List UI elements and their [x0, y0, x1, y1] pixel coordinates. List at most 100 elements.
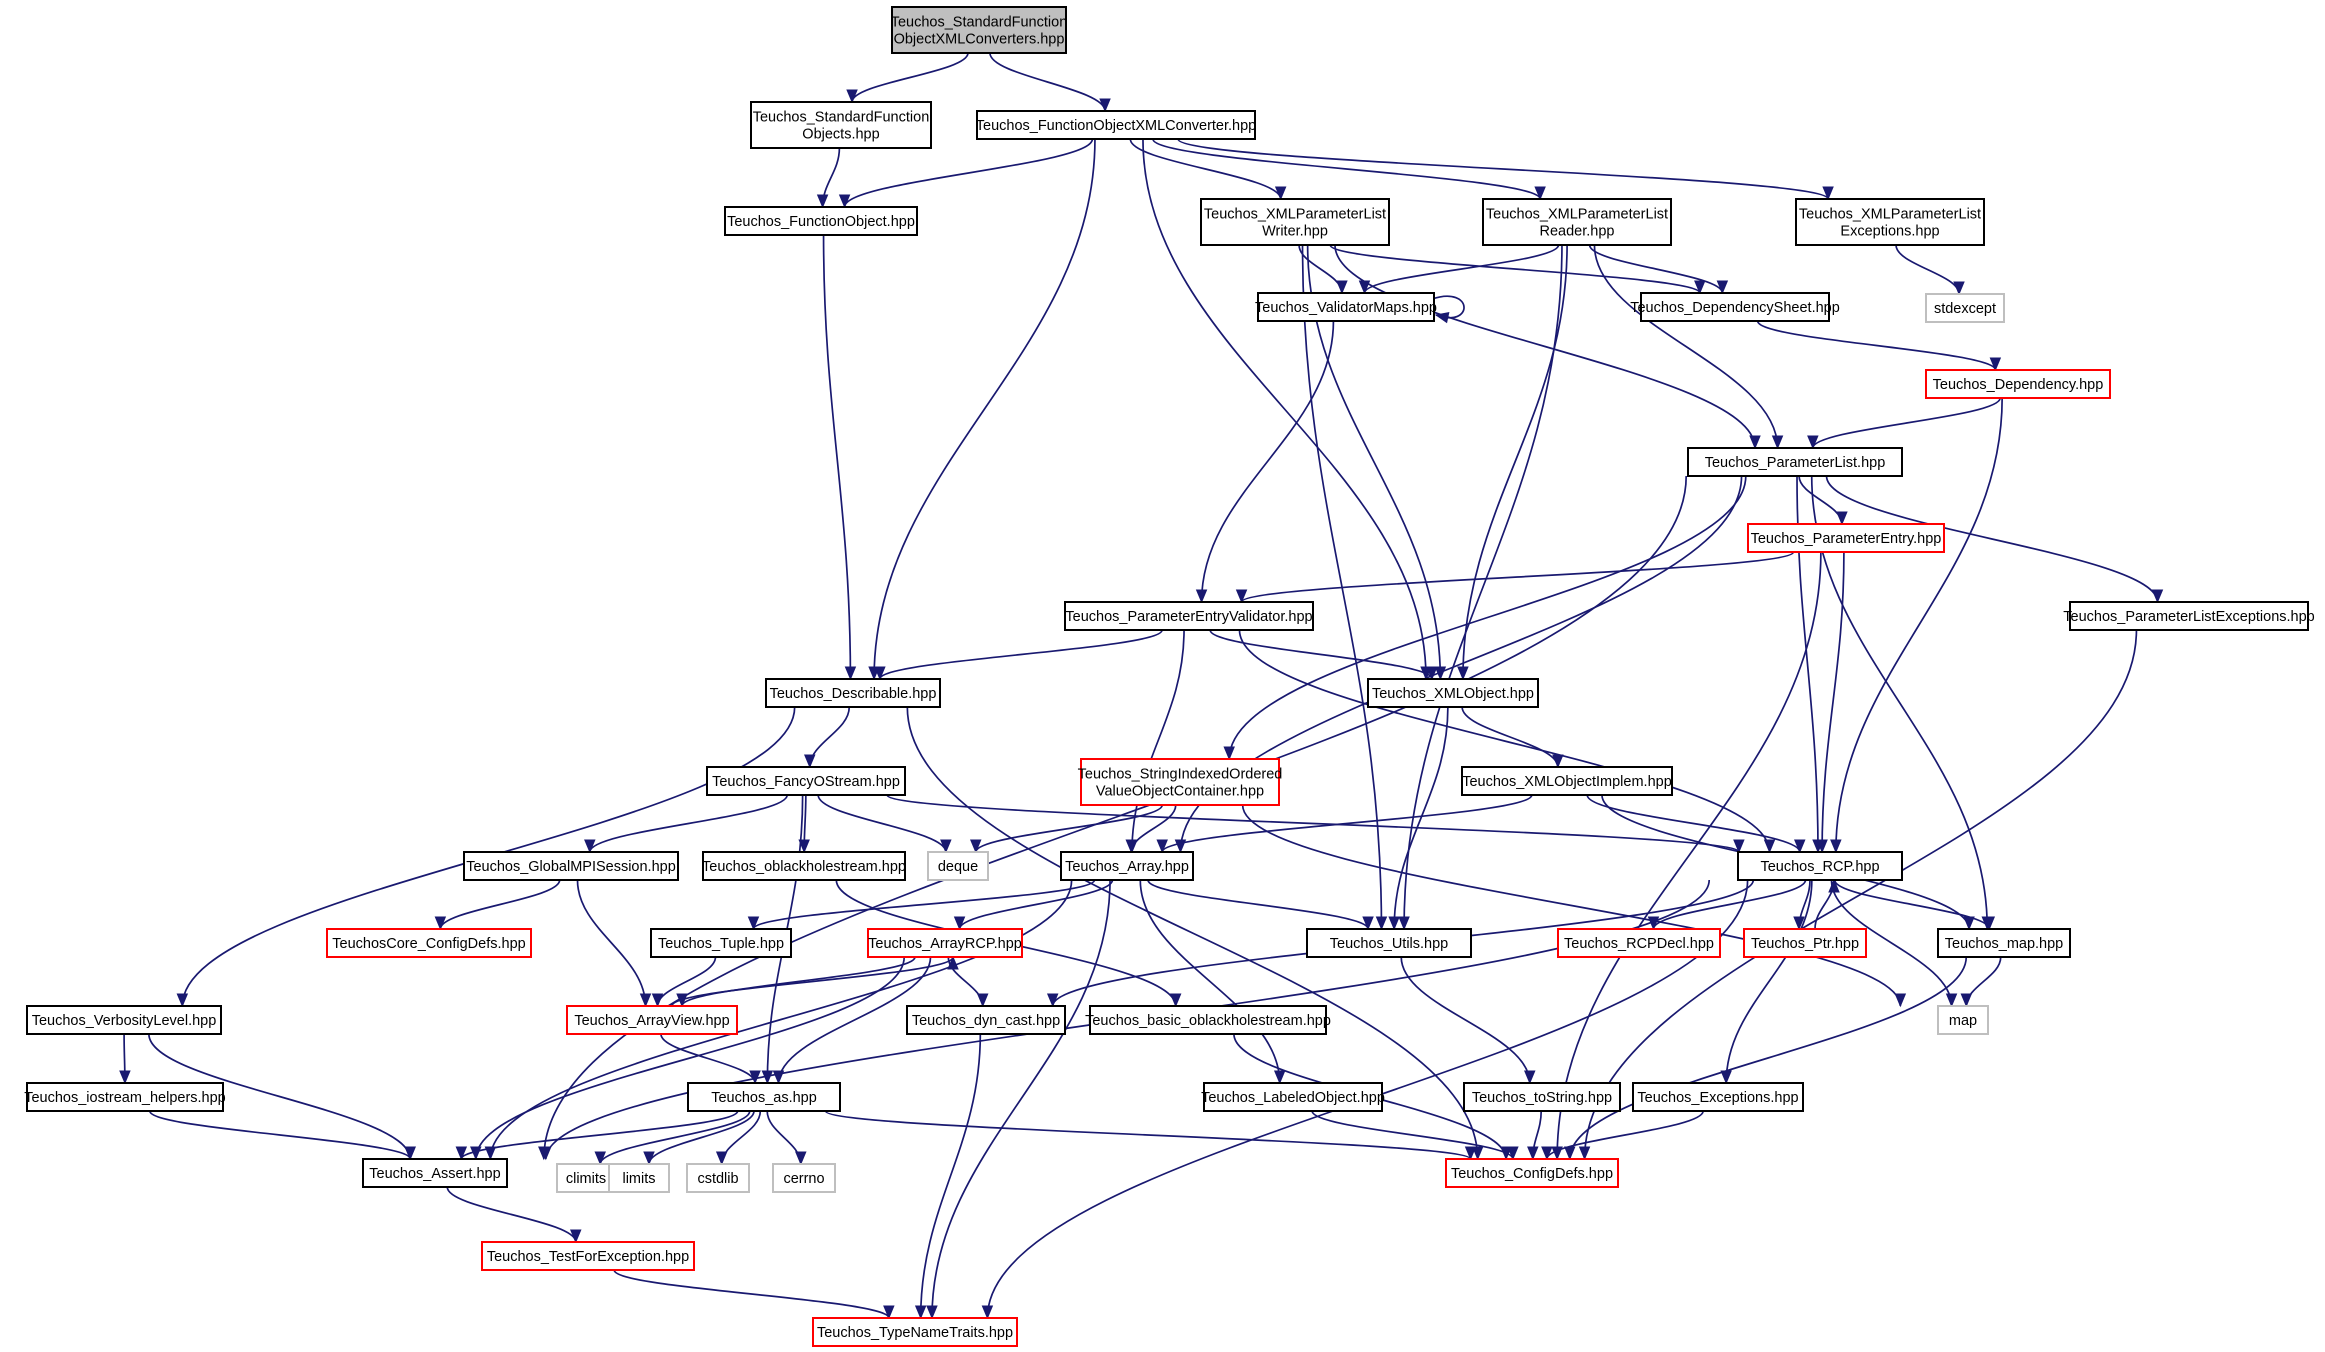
node-av-label: Teuchos_ArrayView.hpp: [574, 1013, 729, 1029]
edge-foxc-to-fo-arrowhead: [838, 194, 851, 209]
node-pentry[interactable]: Teuchos_ParameterEntry.hpp: [1747, 523, 1945, 553]
node-xplw-label: Teuchos_XMLParameterList: [1204, 207, 1386, 223]
node-av-box: [566, 1005, 738, 1035]
node-ioh[interactable]: Teuchos_iostream_helpers.hpp: [24, 1082, 226, 1112]
node-fo[interactable]: Teuchos_FunctionObject.hpp: [724, 206, 918, 236]
edge-pev-to-array: [1131, 629, 1185, 853]
edge-gmpi-to-ccd: [439, 879, 561, 930]
node-root[interactable]: Teuchos_StandardFunctionObjectXMLConvert…: [891, 6, 1068, 54]
edge-tmap-to-map: [1965, 956, 2002, 1007]
node-ccd-label: TeuchosCore_ConfigDefs.hpp: [332, 936, 525, 952]
node-desc[interactable]: Teuchos_Describable.hpp: [765, 678, 941, 708]
node-rcpdecl[interactable]: Teuchos_RCPDecl.hpp: [1557, 928, 1721, 958]
node-sio-box: [1080, 758, 1280, 806]
node-tmap[interactable]: Teuchos_map.hpp: [1937, 928, 2071, 958]
edge-exc-to-cdefs-arrowhead: [1541, 1146, 1553, 1161]
node-deque-box: [927, 851, 989, 881]
node-av[interactable]: Teuchos_ArrayView.hpp: [566, 1005, 738, 1035]
node-cerrno[interactable]: cerrno: [772, 1163, 836, 1193]
node-dep[interactable]: Teuchos_Dependency.hpp: [1925, 369, 2111, 399]
node-xmlobj[interactable]: Teuchos_XMLObject.hpp: [1367, 678, 1539, 708]
node-ccd[interactable]: TeuchosCore_ConfigDefs.hpp: [326, 928, 532, 958]
edge-fo-to-desc-arrowhead: [844, 666, 857, 681]
node-sio[interactable]: Teuchos_StringIndexedOrderedValueObjectC…: [1078, 758, 1283, 806]
edge-xmlobj-to-utils: [1393, 706, 1449, 930]
node-tostr[interactable]: Teuchos_toString.hpp: [1463, 1082, 1621, 1112]
node-obh[interactable]: Teuchos_oblackholestream.hpp: [702, 851, 906, 881]
edge-depsheet-to-dep-arrowhead: [1989, 357, 2002, 372]
edge-foxc-to-xple: [1177, 138, 1829, 200]
node-map[interactable]: map: [1937, 1005, 1989, 1035]
edge-fos-to-rcp: [886, 794, 1740, 853]
node-bobh-box: [1089, 1005, 1327, 1035]
edge-array-to-arcp: [958, 879, 1114, 930]
node-pev[interactable]: Teuchos_ParameterEntryValidator.hpp: [1064, 601, 1314, 631]
node-ioh-box: [26, 1082, 224, 1112]
node-fos[interactable]: Teuchos_FancyOStream.hpp: [706, 766, 906, 796]
node-tfe[interactable]: Teuchos_TestForException.hpp: [481, 1241, 695, 1271]
node-utils[interactable]: Teuchos_Utils.hpp: [1306, 928, 1472, 958]
edge-av-to-as: [660, 1033, 756, 1084]
node-xoi[interactable]: Teuchos_XMLObjectImplem.hpp: [1461, 766, 1673, 796]
node-rcp[interactable]: Teuchos_RCP.hpp: [1737, 851, 1903, 881]
node-tuple[interactable]: Teuchos_Tuple.hpp: [650, 928, 792, 958]
node-ple[interactable]: Teuchos_ParameterListExceptions.hpp: [2063, 601, 2315, 631]
edge-xplr-to-vmaps-arrowhead: [1358, 280, 1371, 295]
edge-utils-to-tostr: [1400, 956, 1531, 1084]
edge-xplr-to-vmaps: [1363, 244, 1560, 294]
node-foxc[interactable]: Teuchos_FunctionObjectXMLConverter.hpp: [976, 110, 1257, 140]
edge-depsheet-to-dep: [1756, 320, 1997, 371]
node-lo-box: [1203, 1082, 1383, 1112]
edge-pev-to-xmlobj: [1209, 629, 1433, 680]
node-assert[interactable]: Teuchos_Assert.hpp: [362, 1158, 508, 1188]
node-dyn-box: [906, 1005, 1066, 1035]
node-array-box: [1060, 851, 1194, 881]
node-lo[interactable]: Teuchos_LabeledObject.hpp: [1201, 1082, 1385, 1112]
node-as[interactable]: Teuchos_as.hpp: [687, 1082, 841, 1112]
edge-rcp-to-ptr-arrowhead: [1793, 916, 1805, 931]
node-tnt-box: [812, 1317, 1018, 1347]
node-ptr[interactable]: Teuchos_Ptr.hpp: [1743, 928, 1867, 958]
node-pentry-label: Teuchos_ParameterEntry.hpp: [1751, 531, 1942, 547]
edge-xplr-to-utils: [1403, 244, 1563, 930]
node-vl[interactable]: Teuchos_VerbosityLevel.hpp: [26, 1005, 222, 1035]
node-vmaps[interactable]: Teuchos_ValidatorMaps.hpp: [1255, 292, 1437, 322]
edge-root-to-sfo: [851, 52, 969, 103]
node-lo-label: Teuchos_LabeledObject.hpp: [1201, 1090, 1385, 1106]
edge-dep-to-plist: [1811, 397, 2002, 449]
node-plist[interactable]: Teuchos_ParameterList.hpp: [1687, 447, 1903, 477]
node-gmpi[interactable]: Teuchos_GlobalMPISession.hpp: [463, 851, 679, 881]
edge-plist-to-sio-arrowhead: [1223, 746, 1235, 761]
edge-sio-to-array-arrowhead: [1125, 839, 1137, 854]
node-foxc-label: Teuchos_FunctionObjectXMLConverter.hpp: [976, 118, 1257, 134]
edge-as-to-limits-arrowhead: [643, 1151, 655, 1166]
edge-av-to-arcp: [671, 956, 954, 1007]
node-bobh[interactable]: Teuchos_basic_oblackholestream.hpp: [1085, 1005, 1331, 1035]
node-arcp[interactable]: Teuchos_ArrayRCP.hpp: [867, 928, 1023, 958]
edge-xple-to-stdexcept: [1895, 244, 1960, 295]
node-climits[interactable]: climits: [556, 1163, 616, 1193]
node-cdefs[interactable]: Teuchos_ConfigDefs.hpp: [1445, 1158, 1619, 1188]
node-deque[interactable]: deque: [927, 851, 989, 881]
edge-foxc-to-xplr-arrowhead: [1534, 186, 1546, 201]
node-stdexcept[interactable]: stdexcept: [1925, 293, 2005, 323]
node-pev-label: Teuchos_ParameterEntryValidator.hpp: [1065, 609, 1312, 625]
node-vl-box: [26, 1005, 222, 1035]
node-cstdlib[interactable]: cstdlib: [686, 1163, 750, 1193]
node-dyn[interactable]: Teuchos_dyn_cast.hpp: [906, 1005, 1066, 1035]
node-tnt[interactable]: Teuchos_TypeNameTraits.hpp: [812, 1317, 1018, 1347]
node-sio-label: ValueObjectContainer.hpp: [1096, 784, 1264, 800]
node-exc[interactable]: Teuchos_Exceptions.hpp: [1632, 1082, 1804, 1112]
edge-dep-to-rcp-arrowhead: [1830, 839, 1842, 854]
edge-as-to-limits: [648, 1110, 755, 1165]
edge-arcp-to-assert: [474, 956, 906, 1160]
node-array[interactable]: Teuchos_Array.hpp: [1060, 851, 1194, 881]
node-depsheet[interactable]: Teuchos_DependencySheet.hpp: [1630, 292, 1840, 322]
edge-plist-to-pentry: [1798, 475, 1843, 525]
node-limits[interactable]: limits: [608, 1163, 670, 1193]
edge-rcp-to-tnt-arrowhead: [981, 1305, 994, 1320]
